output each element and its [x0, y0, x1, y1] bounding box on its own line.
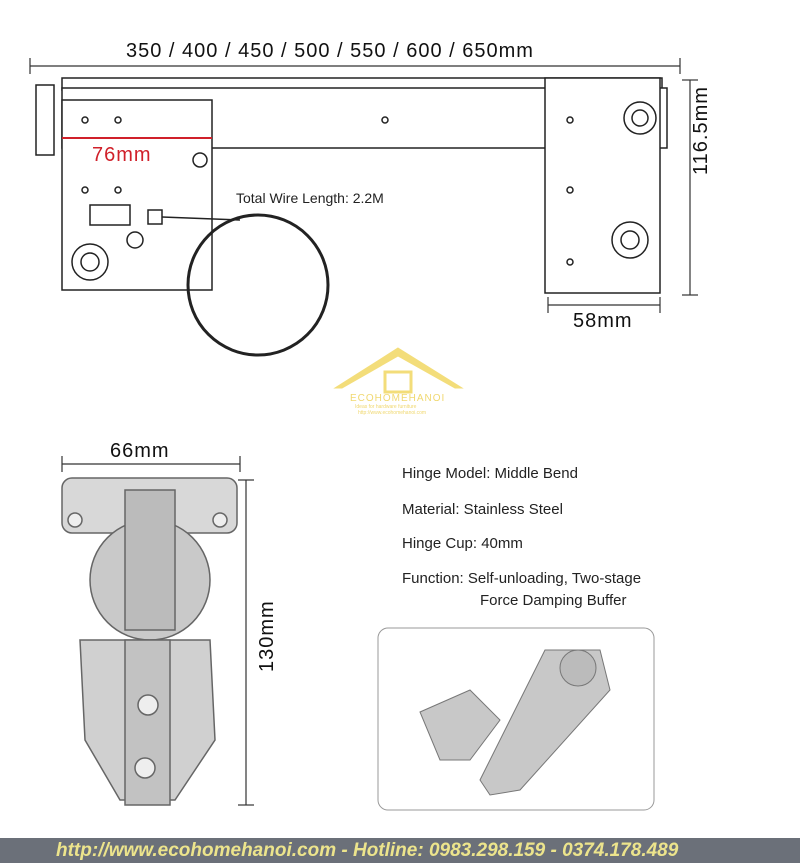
photo-frame	[377, 627, 655, 811]
hinge-width-label: 66mm	[110, 440, 170, 462]
slide-height-label: 116.5mm	[690, 86, 712, 175]
spec-model: Hinge Model: Middle Bend	[402, 465, 578, 482]
logo-name: ECOHOMEHANOI	[350, 393, 446, 404]
footer-contact: http://www.ecohomehanoi.com - Hotline: 0…	[56, 840, 679, 861]
dimension-lines	[29, 58, 698, 806]
slide-length-label: 350 / 400 / 450 / 500 / 550 / 600 / 650m…	[126, 40, 534, 62]
slide-rail-drawing	[35, 77, 668, 357]
logo-watermark	[333, 347, 464, 394]
hinge-drawing	[61, 477, 238, 806]
spec-function-cont: Force Damping Buffer	[480, 592, 627, 609]
hinge-height-label: 130mm	[256, 600, 278, 672]
slide-width-label: 58mm	[573, 310, 633, 332]
footer-bar: http://www.ecohomehanoi.com - Hotline: 0…	[0, 838, 800, 863]
spec-material: Material: Stainless Steel	[402, 501, 563, 518]
wire-length-label: Total Wire Length: 2.2M	[236, 190, 384, 206]
spec-cup: Hinge Cup: 40mm	[402, 535, 523, 552]
spec-function: Function: Self-unloading, Two-stage	[402, 570, 642, 587]
logo-url: http://www.ecohomehanoi.com	[358, 410, 427, 416]
logo-tagline: Ideas for hardware furniture	[355, 404, 417, 410]
offset-label: 76mm	[92, 144, 152, 166]
